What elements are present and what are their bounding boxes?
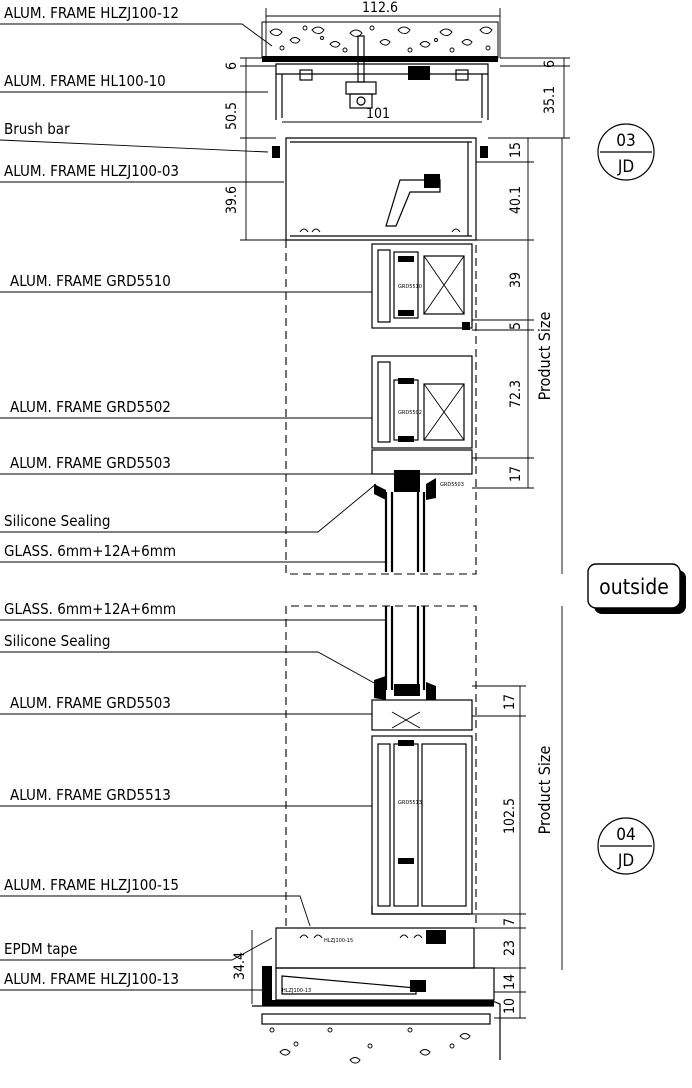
dim-17-top: 17: [508, 466, 524, 482]
label-hlzj100-15: ALUM. FRAME HLZJ100-15: [4, 876, 179, 894]
mark-grd5502: GRD5502: [398, 410, 422, 416]
sash-upper: [371, 243, 473, 449]
dim-72-3: 72.3: [508, 380, 524, 408]
section-bottom-ref: JD: [617, 851, 634, 871]
label-silicone-top: Silicone Sealing: [4, 512, 110, 530]
label-grd5510: ALUM. FRAME GRD5510: [10, 272, 171, 290]
label-hlzj100-13: ALUM. FRAME HLZJ100-13: [4, 970, 179, 988]
label-brush-bar: Brush bar: [4, 120, 70, 138]
dim-15: 15: [508, 142, 524, 158]
bead-and-glass-bottom: [371, 606, 473, 915]
dim-50-5: 50.5: [224, 102, 240, 130]
dim-left-6: 6: [224, 62, 240, 70]
section-bottom-number: 04: [616, 825, 635, 845]
dim-39: 39: [508, 272, 524, 288]
label-hlzj100-03: ALUM. FRAME HLZJ100-03: [4, 162, 179, 180]
dim-101: 101: [366, 106, 390, 122]
leaders: [0, 23, 386, 991]
dim-102-5: 102.5: [502, 798, 518, 834]
bottom-concrete: [252, 1005, 494, 1064]
dim-35-1: 35.1: [542, 86, 558, 114]
dim-34-4: 34.4: [232, 952, 248, 980]
frame-hlzj100-03: [272, 137, 488, 241]
outside-label-box: outside: [587, 563, 686, 614]
dim-14: 14: [502, 974, 518, 990]
mark-hlzj100-15: HLZJ100-15: [324, 938, 353, 944]
left-labels: ALUM. FRAME HLZJ100-12 ALUM. FRAME HL100…: [4, 4, 179, 988]
dim-5: 5: [508, 322, 524, 330]
dim-23: 23: [502, 940, 518, 956]
dim-product-size-bottom: Product Size: [535, 746, 554, 835]
label-silicone-bottom: Silicone Sealing: [4, 632, 110, 650]
label-epdm-tape: EPDM tape: [4, 940, 77, 958]
sill-frames: [262, 927, 501, 1060]
dim-17-bottom: 17: [502, 694, 518, 710]
dim-112-6: 112.6: [362, 0, 398, 16]
section-top-number: 03: [616, 131, 635, 151]
label-grd5513: ALUM. FRAME GRD5513: [10, 786, 171, 804]
label-glass-top: GLASS. 6mm+12A+6mm: [4, 542, 176, 560]
mark-grd5513: GRD5513: [398, 800, 422, 806]
profile-marks: GRD5510 GRD5502 GRD5503 GRD5513 HLZJ100-…: [282, 284, 464, 994]
mark-hlzj100-13: HLZJ100-13: [282, 988, 311, 994]
section-marker-top: 03 JD: [597, 123, 655, 181]
dim-39-6: 39.6: [224, 186, 240, 214]
top-concrete: [261, 21, 499, 62]
label-grd5502: ALUM. FRAME GRD5502: [10, 398, 171, 416]
opening-outline-bottom: [285, 605, 477, 926]
label-hl100-10: ALUM. FRAME HL100-10: [4, 72, 166, 90]
outside-label: outside: [599, 575, 669, 599]
section-marker-bottom: 04 JD: [597, 817, 655, 875]
dim-40-1: 40.1: [508, 186, 524, 214]
frame-hl100-10: [275, 35, 489, 120]
mark-grd5510: GRD5510: [398, 284, 422, 290]
label-grd5503-bottom: ALUM. FRAME GRD5503: [10, 694, 171, 712]
opening-outline-top: [285, 240, 477, 575]
label-grd5503-top: ALUM. FRAME GRD5503: [10, 454, 171, 472]
dim-10: 10: [502, 998, 518, 1014]
mark-grd5503: GRD5503: [440, 482, 464, 488]
section-top-ref: JD: [617, 157, 634, 177]
dimension-texts: 112.6 101 6 6 50.5 35.1 39.6 15 40.1 39 …: [224, 0, 558, 1014]
bead-and-glass-top: [371, 449, 473, 572]
dim-7: 7: [502, 918, 518, 926]
label-hlzj100-12: ALUM. FRAME HLZJ100-12: [4, 4, 179, 22]
dim-product-size-top: Product Size: [535, 312, 554, 401]
dimension-lines: [240, 8, 570, 1019]
label-glass-bottom: GLASS. 6mm+12A+6mm: [4, 600, 176, 618]
dim-right-6: 6: [542, 60, 558, 68]
